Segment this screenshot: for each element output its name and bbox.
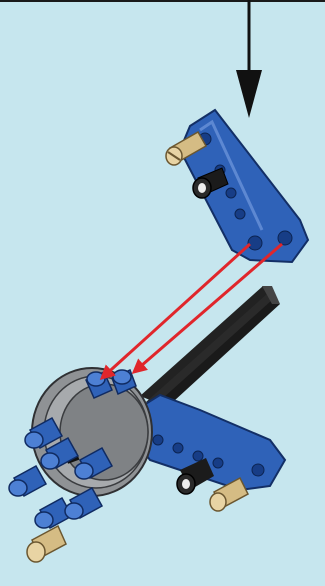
downward-placement-arrow <box>236 0 262 118</box>
insertion-arrow-1 <box>102 244 250 378</box>
axle-pin-lower-left <box>27 526 66 562</box>
